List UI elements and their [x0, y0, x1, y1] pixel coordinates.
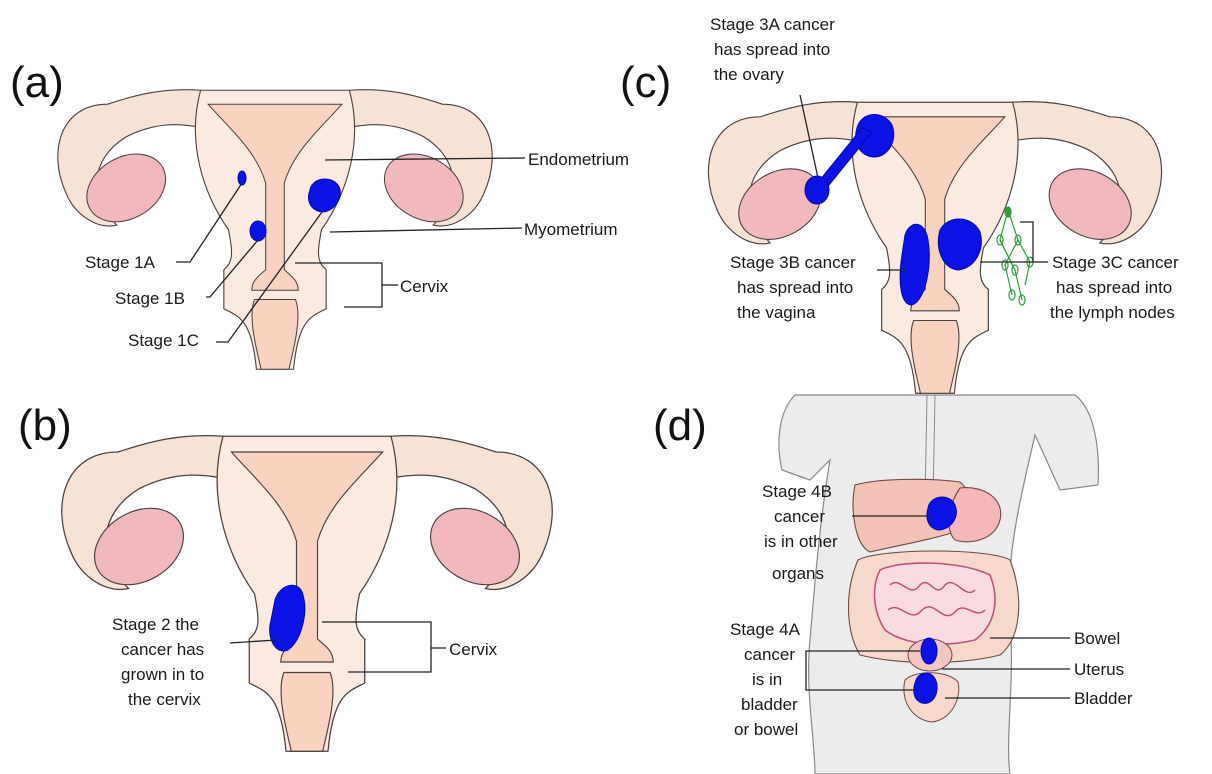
- label-stage-3a: Stage 3A cancer has spread into the ovar…: [710, 15, 840, 84]
- panel-b-letter: (b): [18, 401, 72, 450]
- label-stage-1c: Stage 1C: [128, 331, 199, 350]
- label-stage-1a: Stage 1A: [85, 253, 156, 272]
- panel-d: (d) Stage 4B cancer is in other organs S: [653, 395, 1133, 774]
- small-bowel: [875, 563, 995, 644]
- label-cervix-b: Cervix: [449, 640, 498, 659]
- label-endometrium: Endometrium: [528, 150, 629, 169]
- label-stage-1b: Stage 1B: [115, 289, 185, 308]
- panel-a-letter: (a): [10, 58, 64, 107]
- panel-c: (c) Stage 3A: [620, 15, 1183, 393]
- label-bowel: Bowel: [1074, 629, 1120, 648]
- label-bladder: Bladder: [1074, 689, 1133, 708]
- tumor-stage-4a-lower: [914, 673, 937, 703]
- uterus-diagram-c: [708, 102, 1161, 394]
- label-stage-4a: Stage 4A cancer is in bladder or bowel: [730, 620, 804, 739]
- label-cervix-a: Cervix: [400, 277, 449, 296]
- label-myometrium: Myometrium: [524, 220, 618, 239]
- tumor-stage-1a: [238, 171, 246, 185]
- panel-d-letter: (d): [653, 401, 707, 450]
- label-stage-2: Stage 2 the cancer has grown in to the c…: [112, 615, 209, 709]
- panel-c-letter: (c): [620, 58, 671, 107]
- panel-b: (b) Stage 2 the cancer has grown in to t…: [18, 401, 552, 751]
- tumor-stage-3a-ovary: [805, 176, 829, 204]
- label-stage-3c: Stage 3C cancer has spread into the lymp…: [1050, 253, 1183, 322]
- label-uterus: Uterus: [1074, 660, 1124, 679]
- tumor-stage-1b: [250, 221, 266, 241]
- label-stage-3b: Stage 3B cancer has spread into the vagi…: [730, 253, 860, 322]
- tumor-stage-4a-upper: [921, 638, 937, 664]
- panel-a: (a) Endometrium Myometrium Cervix Stage …: [10, 58, 629, 369]
